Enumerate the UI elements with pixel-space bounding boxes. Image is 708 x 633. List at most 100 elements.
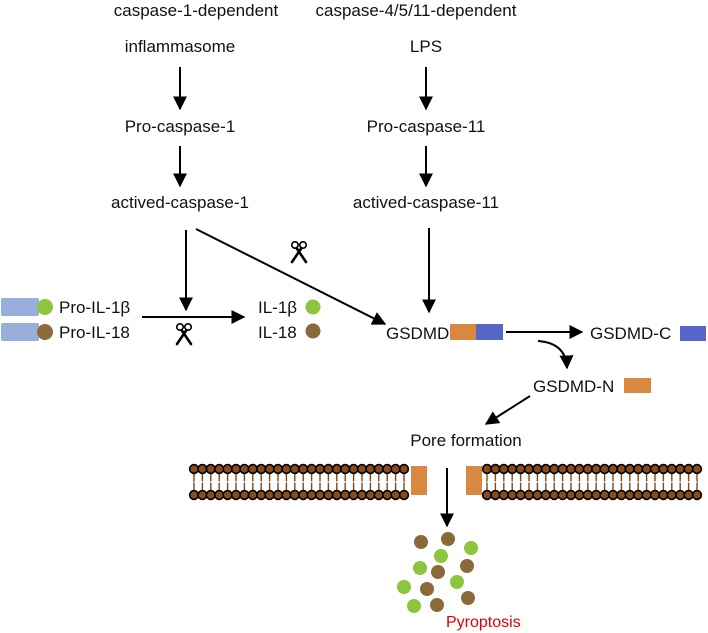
lipid-head bbox=[214, 489, 225, 501]
lipid-head bbox=[222, 463, 233, 475]
pro-caspase-11-label: Pro-caspase-11 bbox=[367, 117, 486, 136]
lipid-head bbox=[348, 463, 359, 475]
lipid-head bbox=[373, 489, 384, 501]
lipid-head bbox=[565, 463, 577, 475]
lipid-head bbox=[340, 489, 351, 501]
gsdmd-c-domain-shape bbox=[680, 326, 706, 341]
lipid-head bbox=[632, 489, 644, 501]
lipid-head bbox=[323, 489, 334, 501]
released-il-1b-dot bbox=[413, 561, 427, 575]
pore-formation-label: Pore formation bbox=[410, 431, 522, 450]
lipid-head bbox=[205, 489, 217, 501]
released-il-1b-dot bbox=[450, 575, 464, 589]
lipid-head bbox=[607, 463, 619, 475]
lipid-head bbox=[607, 489, 619, 501]
released-il-18-dot bbox=[430, 598, 444, 612]
gsdmd-n-pore-left bbox=[411, 466, 427, 495]
lipid-head bbox=[205, 463, 217, 475]
arrow-gsdmd-to-gsdmd-n bbox=[537, 340, 574, 370]
lipid-head bbox=[272, 463, 284, 475]
pyroptosis-label: Pyroptosis bbox=[446, 614, 521, 631]
pro-il-1b-label: Pro-IL-1β bbox=[59, 298, 130, 317]
lipid-head bbox=[390, 463, 401, 475]
lipid-head bbox=[247, 489, 259, 501]
lipid-head bbox=[382, 463, 393, 475]
lipid-head bbox=[691, 463, 703, 475]
lipid-head bbox=[256, 463, 267, 475]
lipid-head bbox=[289, 489, 300, 501]
lipid-head bbox=[239, 463, 250, 475]
pro-il-18-label: Pro-IL-18 bbox=[59, 323, 130, 342]
lipid-head bbox=[515, 463, 526, 475]
lipid-head bbox=[331, 463, 342, 475]
lipid-head bbox=[498, 463, 509, 475]
lipid-head bbox=[590, 489, 602, 501]
scissors-icon bbox=[175, 322, 193, 346]
gsdmd-c-domain-shape bbox=[476, 324, 503, 340]
gsdmd-n-domain-shape bbox=[450, 324, 476, 340]
released-il-1b-dot bbox=[464, 541, 478, 555]
lipid-head bbox=[683, 489, 694, 501]
lipid-head bbox=[281, 489, 292, 501]
lipid-head bbox=[382, 489, 393, 501]
il-18-brown-dot bbox=[37, 324, 53, 340]
lipid-head bbox=[658, 489, 669, 501]
lipid-head bbox=[188, 463, 200, 475]
lipid-head bbox=[314, 463, 326, 475]
lipid-head bbox=[306, 463, 317, 475]
released-il-1b-dot bbox=[434, 549, 448, 563]
lipid-head bbox=[582, 489, 593, 501]
lipid-head bbox=[298, 463, 309, 475]
lipid-head bbox=[281, 463, 292, 475]
lipid-head bbox=[557, 463, 568, 475]
lipid-head bbox=[523, 463, 535, 475]
lipid-head bbox=[398, 489, 410, 501]
lipid-head bbox=[523, 489, 535, 501]
lipid-head bbox=[507, 489, 518, 501]
lipid-head bbox=[540, 463, 551, 475]
lipid-head bbox=[557, 489, 568, 501]
lipid-head bbox=[298, 489, 309, 501]
lipid-head bbox=[230, 463, 242, 475]
lipid-head bbox=[272, 489, 284, 501]
il-18-label: IL-18 bbox=[258, 323, 297, 342]
gsdmd-n-pore-right bbox=[466, 466, 482, 495]
lipid-head bbox=[247, 463, 259, 475]
lipid-head bbox=[239, 489, 250, 501]
lipid-head bbox=[490, 463, 501, 475]
gsdmd-c-label: GSDMD-C bbox=[590, 324, 671, 343]
il-18-brown-dot bbox=[305, 323, 321, 339]
il-1b-green-dot bbox=[37, 299, 53, 315]
released-il-1b-dot bbox=[397, 580, 411, 594]
arrow-caspase-1-to-gsdmd bbox=[195, 228, 387, 325]
membrane-right bbox=[481, 463, 703, 501]
lipid-head bbox=[365, 489, 376, 501]
lipid-head bbox=[599, 489, 610, 501]
il-1b-label: IL-1β bbox=[258, 298, 297, 317]
lipid-head bbox=[590, 463, 602, 475]
lipid-head bbox=[632, 463, 644, 475]
lipid-head bbox=[197, 489, 208, 501]
lipid-head bbox=[540, 489, 551, 501]
lipid-head bbox=[323, 463, 334, 475]
lipid-head bbox=[365, 463, 376, 475]
released-il-1b-dot bbox=[407, 599, 421, 613]
lipid-head bbox=[666, 489, 677, 501]
lipid-head bbox=[314, 489, 326, 501]
lipid-head bbox=[624, 463, 635, 475]
header-caspase-4-5-11-dependent: caspase-4/5/11-dependent bbox=[315, 1, 516, 20]
lipid-head bbox=[222, 489, 233, 501]
lipid-head bbox=[683, 463, 694, 475]
lipid-head bbox=[390, 489, 401, 501]
lipid-head bbox=[264, 489, 275, 501]
lipid-head bbox=[264, 463, 275, 475]
pro-il-1b-prodomain-shape bbox=[1, 298, 39, 316]
lipid-head bbox=[398, 463, 410, 475]
lipid-head bbox=[331, 489, 342, 501]
lipid-head bbox=[348, 489, 359, 501]
released-il-18-dot bbox=[441, 532, 455, 546]
lipid-head bbox=[565, 489, 577, 501]
lipid-head bbox=[616, 463, 627, 475]
